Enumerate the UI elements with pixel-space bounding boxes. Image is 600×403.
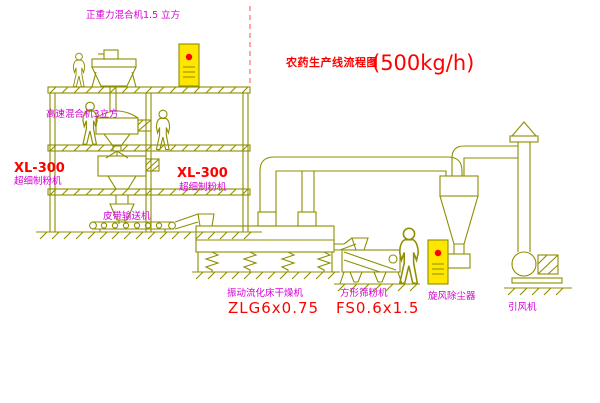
- diagram-capacity: (500kg/h): [372, 51, 474, 75]
- fan-ground-hatch: [507, 287, 564, 296]
- cyclone-outlet-pipe: [451, 145, 518, 176]
- indicator-light: [185, 53, 193, 61]
- label-fan: 引风机: [508, 301, 537, 313]
- dryer-feed-hopper: [197, 213, 215, 227]
- cyclone-collector-box: [447, 253, 471, 269]
- exhaust-duct: [259, 156, 463, 212]
- floor2-beam: [47, 144, 251, 152]
- sieve-vibrator: [388, 254, 398, 264]
- cabinet-vents: [432, 263, 444, 275]
- label-high-speed-mixer: 高速混合机3立方: [46, 108, 119, 120]
- label-cyclone: 旋风除尘器: [428, 290, 476, 302]
- sieve-screen-lines: [343, 251, 397, 273]
- cabinet-vents: [183, 66, 195, 78]
- diagram-labels: 农药生产线流程图 (500kg/h) 正重力混合机1.5 立方 高速混合机3立方…: [14, 9, 537, 317]
- high-speed-mixer-motor: [137, 119, 152, 132]
- sieve-discharge-right: [373, 271, 387, 283]
- label-dryer-name: 振动流化床干燥机: [227, 287, 304, 299]
- induced-draft-fan: [504, 251, 572, 296]
- dryer-outlet-stub-right: [297, 211, 317, 227]
- dryer-outlet-stub-left: [257, 211, 277, 227]
- dryer-spring: [242, 251, 258, 272]
- floor1-beam: [47, 188, 251, 196]
- label-gravity-mixer: 正重力混合机1.5 立方: [86, 9, 180, 21]
- roof-beam-hatch: [49, 86, 249, 94]
- sieve-discharge-left: [349, 271, 363, 283]
- label-sieve-model: FS0.6x1.5: [336, 299, 419, 317]
- conveyor-discharge-chute: [174, 213, 199, 230]
- mill-discharge-hopper: [109, 203, 135, 221]
- dryer-spring: [316, 251, 332, 272]
- dryer-spring: [280, 251, 296, 272]
- label-mill-center-name: 超细制粉机: [179, 181, 227, 193]
- label-mill-left-model: XL-300: [14, 161, 65, 176]
- dryer-discharge-chute: [334, 237, 357, 251]
- label-sieve-name: 方形筛粉机: [340, 287, 388, 299]
- sieve-ground-hatch: [337, 283, 418, 292]
- label-belt-conveyor: 皮带输送机: [103, 210, 151, 222]
- label-mill-center-model: XL-300: [177, 166, 228, 181]
- floor2-beam-hatch: [49, 144, 249, 152]
- worker-ground: [398, 227, 420, 285]
- mill-feed-y-pipe: [105, 150, 129, 159]
- sieve-feed-hopper: [351, 237, 369, 251]
- roof-beam: [47, 86, 251, 94]
- indicator-light: [434, 249, 442, 257]
- fan-volute: [511, 251, 537, 277]
- fluid-bed-dryer: [192, 211, 357, 280]
- fan-base: [511, 277, 563, 284]
- stack-rain-cap: [510, 121, 538, 137]
- label-mill-left-name: 超细制粉机: [14, 175, 62, 187]
- dryer-base-hatch: [195, 271, 336, 280]
- dryer-spring: [204, 251, 220, 272]
- worker-floor2-right: [155, 109, 171, 151]
- gravity-mixer-discharge-pipe: [109, 86, 117, 112]
- control-cabinet-lower: [427, 239, 449, 285]
- exhaust-duct-riser-2: [301, 171, 315, 212]
- gravity-mixer: [91, 49, 137, 112]
- belt-conveyor: [89, 213, 199, 232]
- vibrating-sieve: [334, 237, 420, 292]
- control-cabinet-upper: [178, 43, 200, 87]
- label-dryer-model: ZLG6x0.75: [228, 299, 319, 317]
- ground-hatch: [39, 231, 252, 240]
- exhaust-stack: [509, 121, 539, 252]
- floor1-beam-hatch: [49, 188, 249, 196]
- worker-figures: [72, 52, 420, 285]
- diagram-title: 农药生产线流程图: [285, 55, 378, 69]
- gravity-mixer-motor: [103, 49, 119, 60]
- worker-roof: [72, 52, 86, 88]
